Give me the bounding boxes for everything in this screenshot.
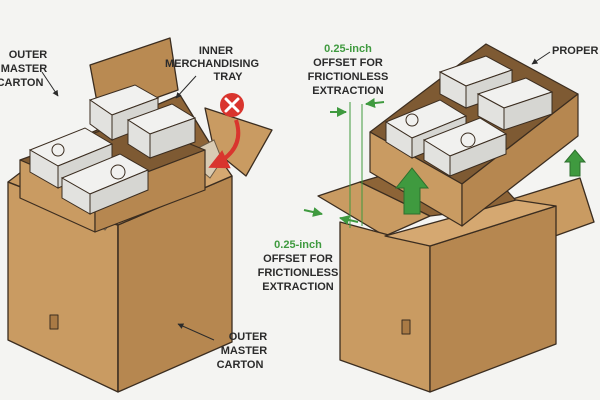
- svg-text:EXTRACTION: EXTRACTION: [262, 281, 334, 293]
- left-outer-carton: [7, 37, 273, 393]
- svg-text:EXTRACTION: EXTRACTION: [312, 85, 384, 97]
- label-outer-master-carton-top: OUTER MASTER CARTON: [0, 49, 47, 89]
- svg-text:CARTON: CARTON: [217, 359, 264, 371]
- svg-text:INNER: INNER: [199, 45, 233, 57]
- left-product-boxes: [28, 84, 197, 215]
- svg-text:PROPER: PROPER: [552, 45, 599, 57]
- svg-text:MASTER: MASTER: [1, 63, 48, 75]
- label-offset-bottom: 0.25-inch OFFSET FOR FRICTIONLESS EXTRAC…: [258, 239, 339, 293]
- label-outer-master-carton-bottom: OUTER MASTER CARTON: [217, 331, 268, 371]
- offset-arrow-bottom-left: [303, 207, 323, 217]
- leader-proper: [531, 51, 551, 65]
- leader-outer-carton-bottom: [177, 323, 215, 341]
- right-product-boxes: [384, 55, 554, 177]
- label-inner-merchandising-tray: INNER MERCHANDISING TRAY: [165, 45, 259, 83]
- svg-text:OUTER: OUTER: [229, 331, 268, 343]
- svg-text:MASTER: MASTER: [221, 345, 268, 357]
- leader-outer-carton-top: [41, 71, 59, 97]
- offset-guides: [349, 102, 363, 228]
- svg-text:CARTON: CARTON: [0, 77, 43, 89]
- offset-arrow-bottom-right: [339, 215, 359, 225]
- svg-text:OUTER: OUTER: [9, 49, 48, 61]
- svg-text:OFFSET FOR: OFFSET FOR: [263, 253, 333, 265]
- leader-inner-tray: [175, 75, 197, 99]
- right-outer-carton: [317, 149, 595, 393]
- svg-text:0.25-inch: 0.25-inch: [274, 239, 322, 251]
- x-circle-icon: [220, 93, 244, 117]
- offset-arrow-top-right: [365, 98, 385, 108]
- svg-text:OFFSET FOR: OFFSET FOR: [313, 57, 383, 69]
- label-offset-top: 0.25-inch OFFSET FOR FRICTIONLESS EXTRAC…: [308, 43, 389, 97]
- svg-text:TRAY: TRAY: [214, 71, 244, 83]
- label-proper: PROPER: [552, 45, 599, 57]
- red-curved-arrow: [208, 119, 241, 169]
- svg-text:MERCHANDISING: MERCHANDISING: [165, 58, 259, 70]
- svg-text:FRICTIONLESS: FRICTIONLESS: [308, 71, 389, 83]
- svg-text:0.25-inch: 0.25-inch: [324, 43, 372, 55]
- svg-text:FRICTIONLESS: FRICTIONLESS: [258, 267, 339, 279]
- arrow-icon: [394, 149, 587, 215]
